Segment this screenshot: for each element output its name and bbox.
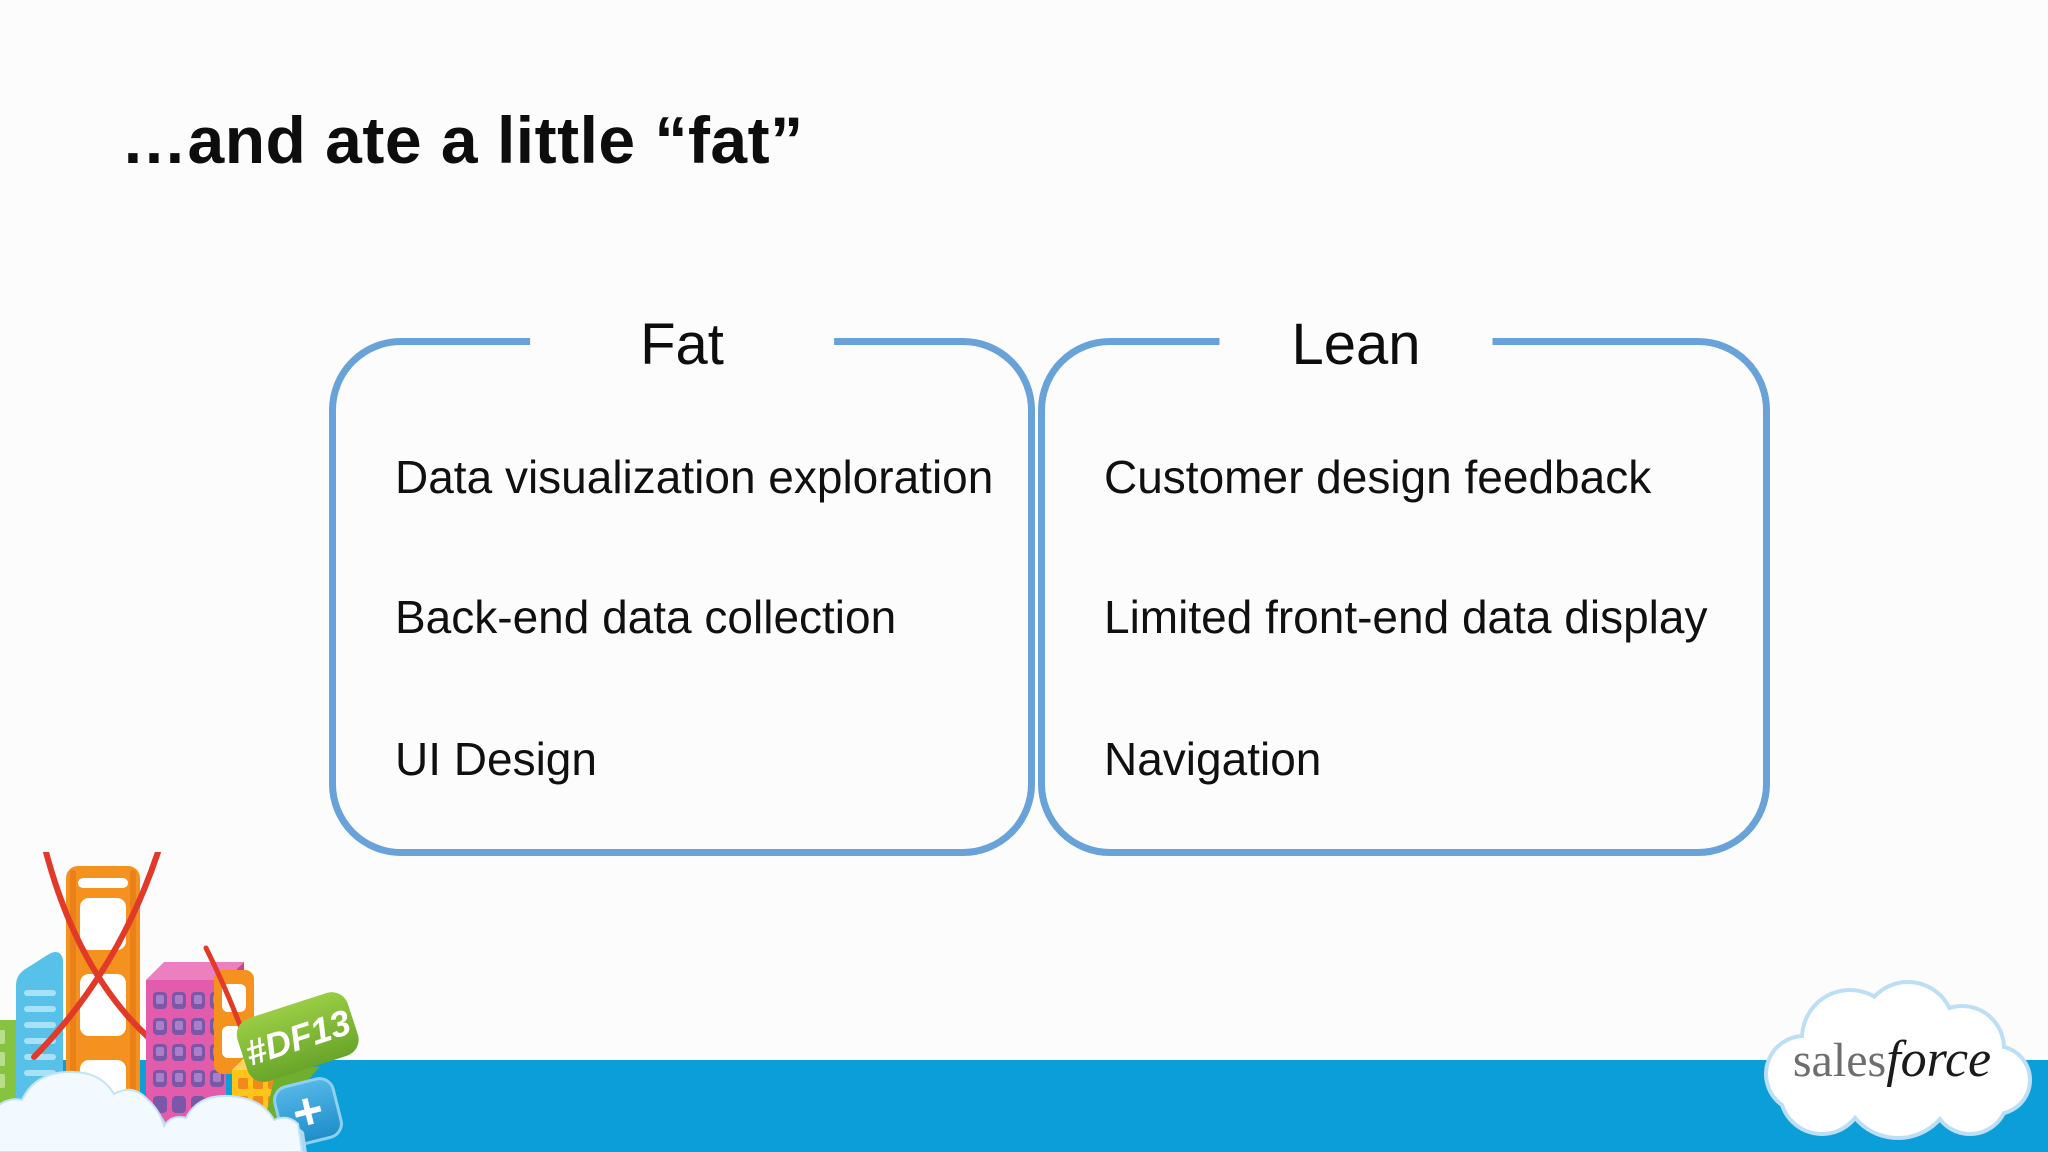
city-illustration-icon: #DF13 + bbox=[0, 852, 359, 1152]
lean-item-1: Customer design feedback bbox=[1104, 451, 1652, 503]
wordmark-force: force bbox=[1886, 1031, 1991, 1088]
bottom-bar bbox=[0, 1060, 2048, 1152]
lean-box: Lean Customer design feedback Limited fr… bbox=[1038, 312, 1774, 862]
salesforce-cloud-icon bbox=[1764, 980, 2032, 1140]
salesforce-wordmark: salesforce bbox=[1793, 1031, 1991, 1088]
salesforce-logo: salesforce bbox=[1764, 980, 2032, 1140]
fat-box: Fat Data visualization exploration Back-… bbox=[329, 312, 1039, 862]
fat-item-1: Data visualization exploration bbox=[395, 451, 994, 503]
bridge-cables-icon bbox=[31, 852, 161, 1060]
lean-item-2: Limited front-end data display bbox=[1104, 591, 1708, 643]
wordmark-sales: sales bbox=[1793, 1034, 1886, 1087]
cloud-base-icon bbox=[0, 1070, 307, 1152]
fat-item-2: Back-end data collection bbox=[395, 591, 897, 643]
lean-box-heading: Lean bbox=[1219, 312, 1493, 378]
slide-title: …and ate a little “fat” bbox=[121, 103, 804, 177]
fat-item-3: UI Design bbox=[395, 733, 597, 785]
fat-box-heading: Fat bbox=[530, 312, 834, 378]
lean-item-3: Navigation bbox=[1104, 733, 1322, 785]
